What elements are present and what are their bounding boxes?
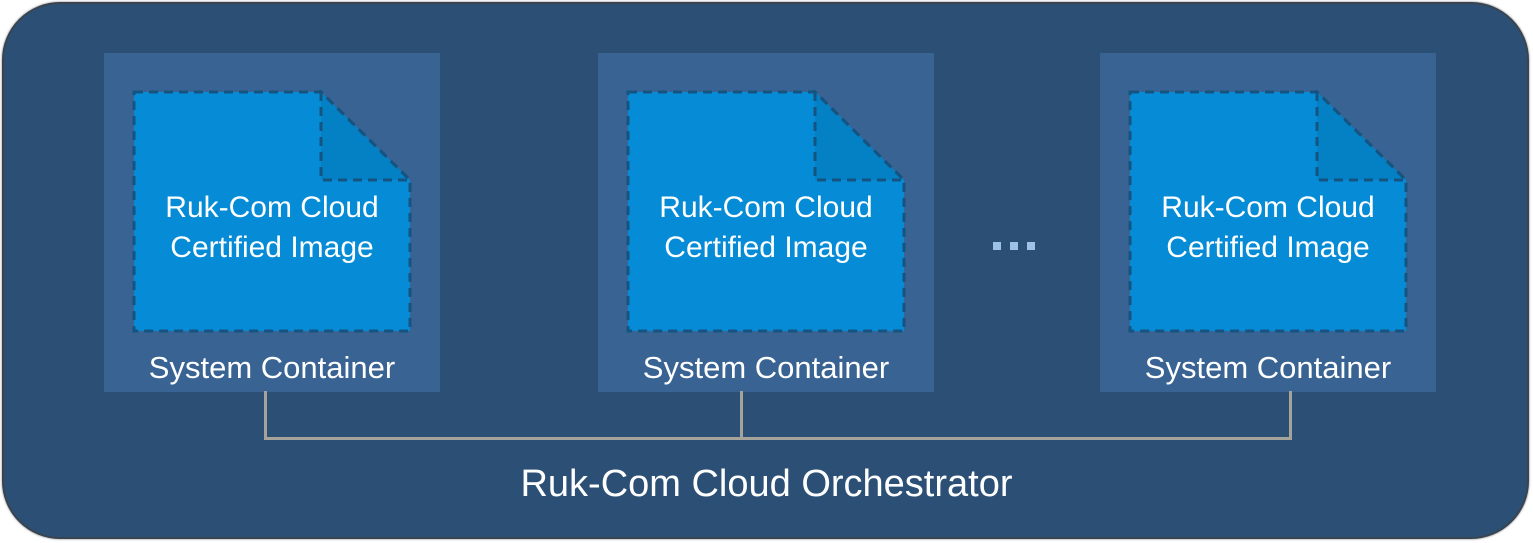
ellipsis-dot [993,242,1001,250]
orchestrator-title: Ruk-Com Cloud Orchestrator [520,463,1013,505]
certified-image-line1: Ruk-Com Cloud [1161,191,1375,224]
connector-horizontal-line [264,437,1292,440]
system-container-label: System Container [1144,350,1392,385]
system-container-label: System Container [148,350,396,385]
document-shape-icon [626,90,906,333]
connector-line-container2 [740,391,743,437]
system-container-label: System Container [642,350,890,385]
ellipsis-dot [1010,242,1018,250]
connector-line-container1 [264,391,267,437]
certified-image-line1: Ruk-Com Cloud [165,191,379,224]
certified-image-line1: Ruk-Com Cloud [659,191,873,224]
certified-image-line2: Certified Image [170,231,374,264]
ellipsis-dot [1027,242,1035,250]
ellipsis-dots-icon [993,242,1035,250]
document-shape-icon [132,90,412,333]
connector-line-container3 [1289,391,1292,437]
certified-image-line2: Certified Image [664,231,868,264]
certified-image-line2: Certified Image [1166,231,1370,264]
document-shape-icon [1128,90,1408,333]
